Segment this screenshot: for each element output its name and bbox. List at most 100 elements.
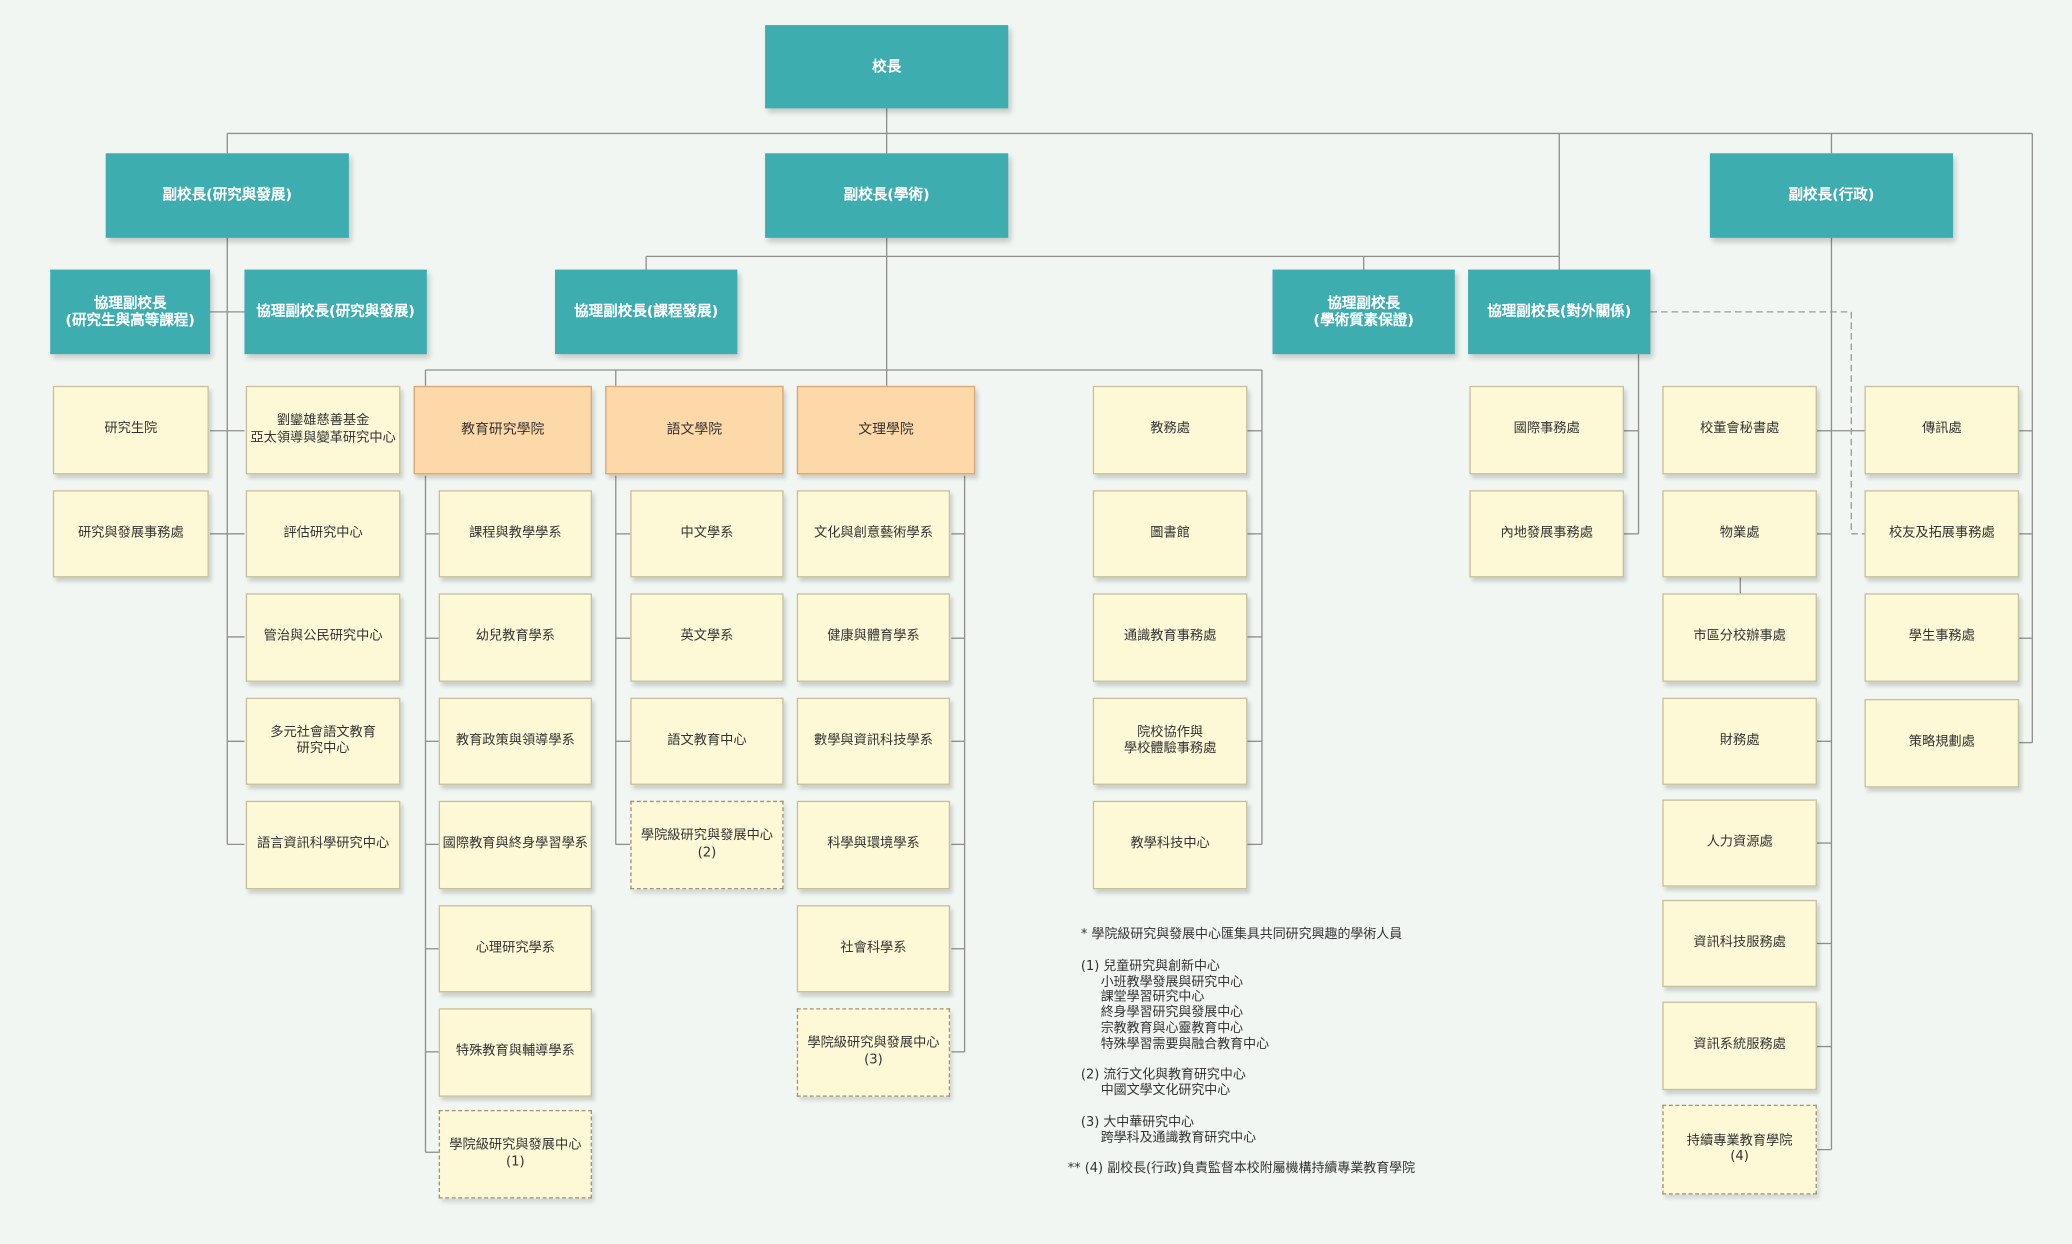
vp-academic-box: 副校長(學術): [765, 153, 1009, 238]
admin-unit-box: 資訊系統服務處: [1662, 1001, 1817, 1091]
president-box: 校長: [765, 25, 1009, 109]
research-centre-label: 語言資訊科學研究中心: [257, 836, 390, 852]
avp-quality-label-line2: (學術質素保證): [1313, 311, 1414, 330]
footnote-text: * 學院級研究與發展中心匯集具共同研究興趣的學術人員: [1080, 927, 1403, 943]
faculty-rd-centre-label: 學院級研究與發展中心: [640, 828, 774, 844]
department-box: 文化與創意藝術學系: [796, 490, 951, 578]
external-unit-label: 國際事務處: [1513, 422, 1580, 437]
admin-unit-label: 學生事務處: [1908, 629, 1975, 645]
faculty-rd-centre-box: 學院級研究與發展中心 (2): [630, 800, 784, 890]
admin-unit-box: 資訊科技服務處: [1662, 899, 1817, 988]
footnote-item: 特殊學習需要與融合教育中心: [1100, 1036, 1270, 1052]
department-box: 心理研究學系: [438, 905, 592, 993]
department-label: 幼兒教育學系: [475, 629, 555, 645]
department-box: 中文學系: [630, 490, 784, 578]
department-box: 課程與教學學系: [438, 490, 592, 578]
department-box: 教育政策與領導學系: [438, 697, 592, 785]
faculty-rd-centre-label: 學院級研究與發展中心: [449, 1138, 582, 1153]
admin-unit-label: 市區分校辦事處: [1693, 629, 1786, 645]
avp-quality-label-line1: 協理副校長: [1327, 294, 1401, 312]
admin-unit-label: 校友及拓展事務處: [1888, 525, 1995, 541]
admin-unit-box: 校董會秘書處: [1662, 385, 1817, 475]
department-label: 課程與教學學系: [469, 525, 562, 541]
admin-unit-label: 傳訊處: [1921, 422, 1962, 437]
department-label: 數學與資訊科技學系: [813, 733, 933, 748]
avp-grad-box: 協理副校長 (研究生與高等課程): [50, 269, 211, 355]
footnote-item: 終身學習研究與發展中心: [1100, 1005, 1244, 1021]
admin-unit-box: 傳訊處: [1864, 385, 2020, 475]
avp-research-label: 協理副校長(研究與發展): [256, 302, 415, 321]
graduate-school-label: 研究生院: [104, 422, 158, 437]
admin-unit-label: 資訊系統服務處: [1693, 1037, 1786, 1053]
research-centre-box: 管治與公民研究中心: [245, 593, 401, 682]
research-centre-box: 多元社會語文教育 研究中心: [245, 697, 401, 785]
admin-unit-label: 財務處: [1719, 733, 1760, 748]
admin-unit-box: 校友及拓展事務處: [1864, 490, 2020, 578]
footnote-item: 課堂學習研究中心: [1100, 990, 1205, 1005]
research-centre-box: 劉鑾雄慈善基金 亞太領導與變革研究中心: [245, 385, 401, 475]
department-box: 健康與體育學系: [796, 593, 951, 682]
footnote-heading: (3) 大中華研究中心: [1080, 1114, 1194, 1130]
avp-curriculum-label: 協理副校長(課程發展): [574, 302, 719, 321]
research-centre-label-line1: 多元社會語文教育: [270, 725, 376, 740]
department-label: 特殊教育與輔導學系: [455, 1044, 575, 1059]
admin-unit-box: 市區分校辦事處: [1662, 593, 1817, 682]
department-box: 科學與環境學系: [796, 800, 951, 890]
department-label: 健康與體育學系: [827, 629, 920, 645]
department-box: 幼兒教育學系: [438, 593, 592, 682]
research-office-box: 研究與發展事務處: [52, 490, 209, 578]
admin-unit-box: 學生事務處: [1864, 593, 2020, 682]
avp-research-box: 協理副校長(研究與發展): [244, 269, 427, 355]
department-label: 科學與環境學系: [827, 836, 920, 852]
academic-unit-box: 院校協作與 學校體驗事務處: [1092, 697, 1248, 785]
department-box: 社會科學系: [796, 905, 951, 993]
research-centre-label: 評估研究中心: [283, 525, 363, 541]
academic-unit-box: 通識教育事務處: [1092, 593, 1248, 682]
department-label: 英文學系: [680, 629, 734, 645]
department-box: 英文學系: [630, 593, 784, 682]
avp-external-label: 協理副校長(對外關係): [1487, 302, 1632, 321]
footnote-item: 中國文學文化研究中心: [1100, 1083, 1231, 1099]
vp-admin-box: 副校長(行政): [1709, 153, 1954, 238]
research-centre-label-line2: 亞太領導與變革研究中心: [250, 430, 396, 445]
faculty-education-label: 教育研究學院: [461, 421, 545, 438]
research-centre-label-line1: 劉鑾雄慈善基金: [276, 414, 370, 429]
research-office-label: 研究與發展事務處: [77, 525, 184, 541]
avp-quality-box: 協理副校長 (學術質素保證): [1272, 269, 1455, 355]
department-label: 國際教育與終身學習學系: [442, 836, 589, 852]
avp-grad-label-line1: 協理副校長: [93, 294, 167, 312]
admin-unit-box: 人力資源處: [1662, 799, 1817, 887]
continuing-education-box: 持續專業教育學院 (4): [1662, 1104, 1817, 1195]
admin-unit-label: 校董會秘書處: [1699, 422, 1780, 437]
faculty-liberal-arts-label: 文理學院: [858, 421, 914, 438]
academic-unit-label-line1: 院校協作與: [1137, 725, 1204, 740]
admin-unit-box: 財務處: [1662, 697, 1817, 785]
admin-unit-label: 人力資源處: [1706, 835, 1773, 850]
department-label: 語文教育中心: [667, 733, 747, 748]
avp-external-box: 協理副校長(對外關係): [1468, 269, 1651, 355]
vp-admin-label: 副校長(行政): [1788, 186, 1875, 204]
academic-unit-label-line2: 學校體驗事務處: [1123, 741, 1217, 756]
graduate-school-box: 研究生院: [52, 385, 209, 475]
avp-grad-label-line2: (研究生與高等課程): [65, 311, 195, 330]
academic-unit-box: 圖書館: [1092, 490, 1248, 578]
vp-research-box: 副校長(研究與發展): [105, 153, 349, 238]
faculty-rd-centre-box: 學院級研究與發展中心 (3): [796, 1008, 951, 1097]
footnote-item: 小班教學發展與研究中心: [1100, 974, 1244, 990]
faculty-humanities-label: 語文學院: [666, 421, 723, 438]
vp-academic-label: 副校長(學術): [843, 186, 930, 204]
faculty-liberal-arts-box: 文理學院: [796, 385, 976, 475]
footnote-marker: (2): [697, 845, 717, 860]
external-unit-label: 內地發展事務處: [1500, 525, 1593, 541]
footnote-marker: (3): [864, 1052, 883, 1068]
faculty-humanities-box: 語文學院: [605, 385, 784, 475]
department-box: 特殊教育與輔導學系: [438, 1008, 592, 1097]
faculty-rd-centre-label: 學院級研究與發展中心: [807, 1036, 940, 1051]
footnote-marker: (4): [1730, 1149, 1749, 1165]
president-label: 校長: [872, 57, 902, 76]
footnote-item: 跨學科及通識教育研究中心: [1100, 1130, 1257, 1145]
admin-unit-label: 資訊科技服務處: [1693, 935, 1786, 950]
footnote-text: ** (4) 副校長(行政)負責監督本校附屬機構持續專業教育學院: [1067, 1161, 1416, 1177]
admin-unit-box: 物業處: [1662, 490, 1817, 578]
